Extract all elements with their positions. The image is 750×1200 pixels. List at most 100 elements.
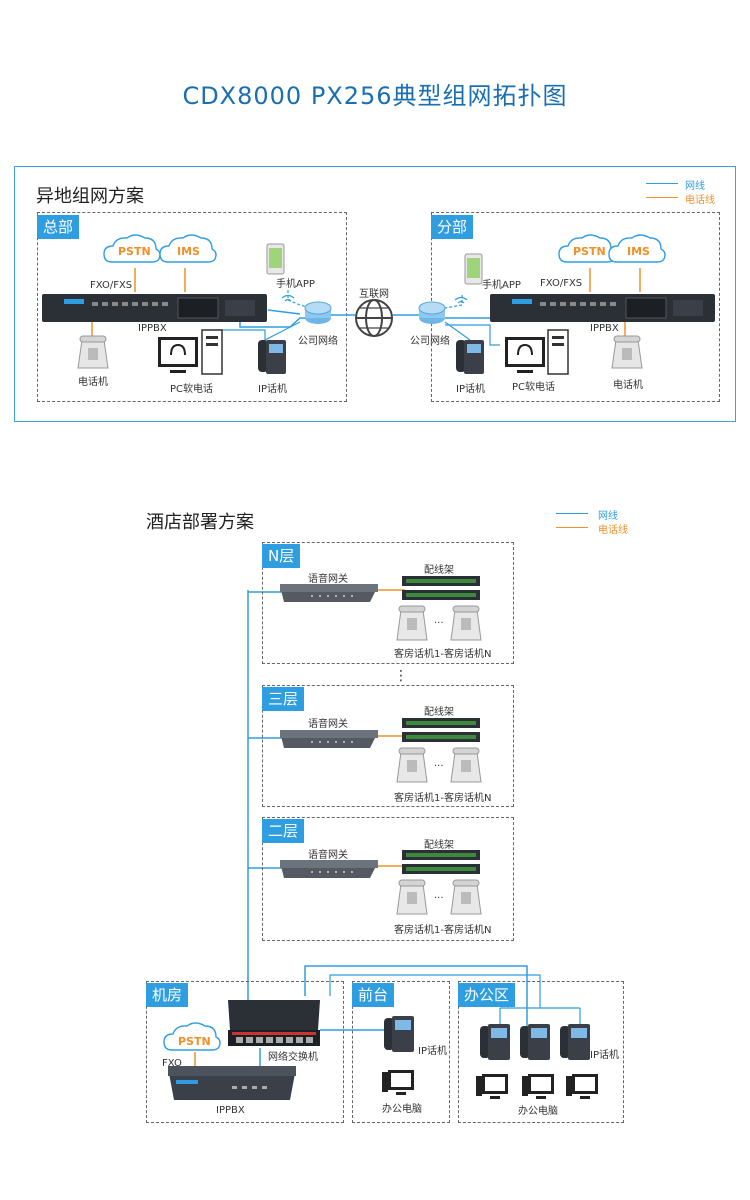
hq-pc-softphone-icon [158, 329, 223, 375]
remote-panel-title: 异地组网方案 [36, 186, 144, 207]
floor-n-tag: N层 [262, 544, 301, 568]
machine-room-pstn-label: PSTN [178, 1035, 211, 1048]
front-desk-tag: 前台 [352, 983, 395, 1007]
hq-router-icon [304, 301, 332, 324]
office-ip-phone-label: IP话机 [590, 1050, 619, 1061]
floor-2-area [262, 817, 514, 941]
floor-n-gateway-icon [280, 584, 378, 602]
floor-2-gateway-icon [280, 860, 378, 878]
floor-3-ellipsis: ... [434, 758, 444, 769]
branch-tag: 分部 [431, 215, 474, 239]
floor-2-gateway-label: 语音网关 [308, 850, 348, 861]
floor-n-room-phone-1-icon [396, 605, 428, 641]
hotel-legend-net-label: 网线 [598, 511, 618, 522]
front-desk-ip-phone-icon [384, 1016, 414, 1052]
hq-company-net-label: 公司网络 [298, 336, 338, 347]
office-tag: 办公区 [458, 983, 516, 1007]
branch-ippbx-label: IPPBX [590, 323, 619, 334]
branch-wifi-icon [454, 296, 468, 304]
hq-pstn-label: PSTN [118, 245, 151, 258]
legend-net-line [646, 183, 678, 184]
floor-3-patch-panel-icon [402, 718, 480, 742]
network-switch-icon [228, 1000, 320, 1046]
hq-ip-phone-icon [258, 340, 286, 374]
branch-fxo-fxs-label: FXO/FXS [540, 278, 583, 289]
internet-label: 互联网 [359, 289, 389, 300]
hq-ippbx-icon [42, 294, 267, 322]
hq-mobile-icon [266, 243, 285, 275]
machine-room-ippbx-label: IPPBX [216, 1105, 245, 1116]
floor-2-ellipsis: ... [434, 890, 444, 901]
hq-mobile-app-label: 手机APP [276, 279, 315, 290]
branch-ippbx-icon [490, 294, 715, 322]
floor-2-room-phone-1-icon [396, 879, 428, 915]
floor-n-patch-label: 配线架 [424, 565, 454, 576]
floor-n-gateway-label: 语音网关 [308, 574, 348, 585]
branch-company-net-label: 公司网络 [410, 336, 450, 347]
machine-room-pstn-cloud-icon [163, 1022, 221, 1051]
branch-router-icon [418, 301, 446, 324]
branch-ims-cloud-icon [608, 234, 666, 263]
branch-ip-phone-label: IP话机 [456, 384, 485, 395]
front-desk-ip-phone-label: IP话机 [418, 1046, 447, 1057]
hq-phone-label: 电话机 [78, 377, 108, 388]
floor-2-patch-label: 配线架 [424, 840, 454, 851]
front-desk-pc-icon [382, 1070, 414, 1095]
hq-ims-label: IMS [177, 245, 200, 258]
office-ip-phone-1-icon [480, 1024, 510, 1060]
hotel-legend-phone-label: 电话线 [598, 525, 628, 536]
hotel-legend-net-line [556, 513, 588, 514]
floor-3-patch-label: 配线架 [424, 707, 454, 718]
floor-2-patch-panel-icon [402, 850, 480, 874]
branch-phone-label: 电话机 [613, 380, 643, 391]
floor-n-patch-panel-icon [402, 576, 480, 600]
office-pc-label: 办公电脑 [518, 1106, 558, 1117]
hq-pc-softphone-label: PC软电话 [170, 384, 214, 395]
legend-net-label: 网线 [685, 181, 705, 192]
floor-3-gateway-icon [280, 730, 378, 748]
hq-tag: 总部 [37, 215, 80, 239]
legend-phone-line [646, 197, 678, 198]
floor-3-room-phone-n-icon [450, 747, 482, 783]
office-ip-phone-3-icon [560, 1024, 590, 1060]
branch-pc-softphone-icon [505, 329, 569, 375]
branch-mobile-icon [464, 253, 483, 285]
machine-room-area [146, 981, 344, 1123]
floor-3-gateway-label: 语音网关 [308, 719, 348, 730]
branch-ip-phone-icon [456, 340, 484, 374]
branch-ims-label: IMS [627, 245, 650, 258]
floor-n-phones-label: 客房话机1-客房话机N [394, 649, 492, 660]
hq-pstn-cloud-icon [103, 234, 161, 263]
floor-n-area [262, 542, 514, 664]
office-pc-3-icon [566, 1074, 598, 1099]
hotel-legend-phone-line [556, 527, 588, 528]
internet-globe-icon [355, 299, 393, 337]
branch-pc-softphone-label: PC软电话 [512, 382, 556, 393]
floor-3-room-phone-1-icon [396, 747, 428, 783]
office-area [458, 981, 624, 1123]
hq-area [37, 212, 347, 402]
hq-fxo-fxs-label: FXO/FXS [90, 280, 133, 291]
machine-room-fxo-label: FXO [162, 1058, 182, 1069]
branch-mobile-app-label: 手机APP [482, 280, 521, 291]
floors-vertical-ellipsis: ⋮ [394, 668, 408, 684]
floor-2-tag: 二层 [262, 819, 305, 843]
hotel-panel-title: 酒店部署方案 [146, 512, 254, 533]
hq-ippbx-label: IPPBX [138, 323, 167, 334]
branch-desk-phone-icon [611, 335, 643, 369]
floor-3-phones-label: 客房话机1-客房话机N [394, 793, 492, 804]
floor-2-room-phone-n-icon [450, 879, 482, 915]
network-switch-label: 网络交换机 [268, 1052, 318, 1063]
hq-desk-phone-icon [77, 335, 109, 369]
front-desk-pc-label: 办公电脑 [382, 1104, 422, 1115]
floor-2-phones-label: 客房话机1-客房话机N [394, 925, 492, 936]
legend-phone-label: 电话线 [685, 195, 715, 206]
hq-ip-phone-label: IP话机 [258, 384, 287, 395]
page-title: CDX8000 PX256典型组网拓扑图 [182, 82, 568, 110]
office-ip-phone-2-icon [520, 1024, 550, 1060]
hq-ims-cloud-icon [159, 234, 217, 263]
floor-3-area [262, 685, 514, 807]
floor-n-room-phone-n-icon [450, 605, 482, 641]
branch-pstn-label: PSTN [573, 245, 606, 258]
